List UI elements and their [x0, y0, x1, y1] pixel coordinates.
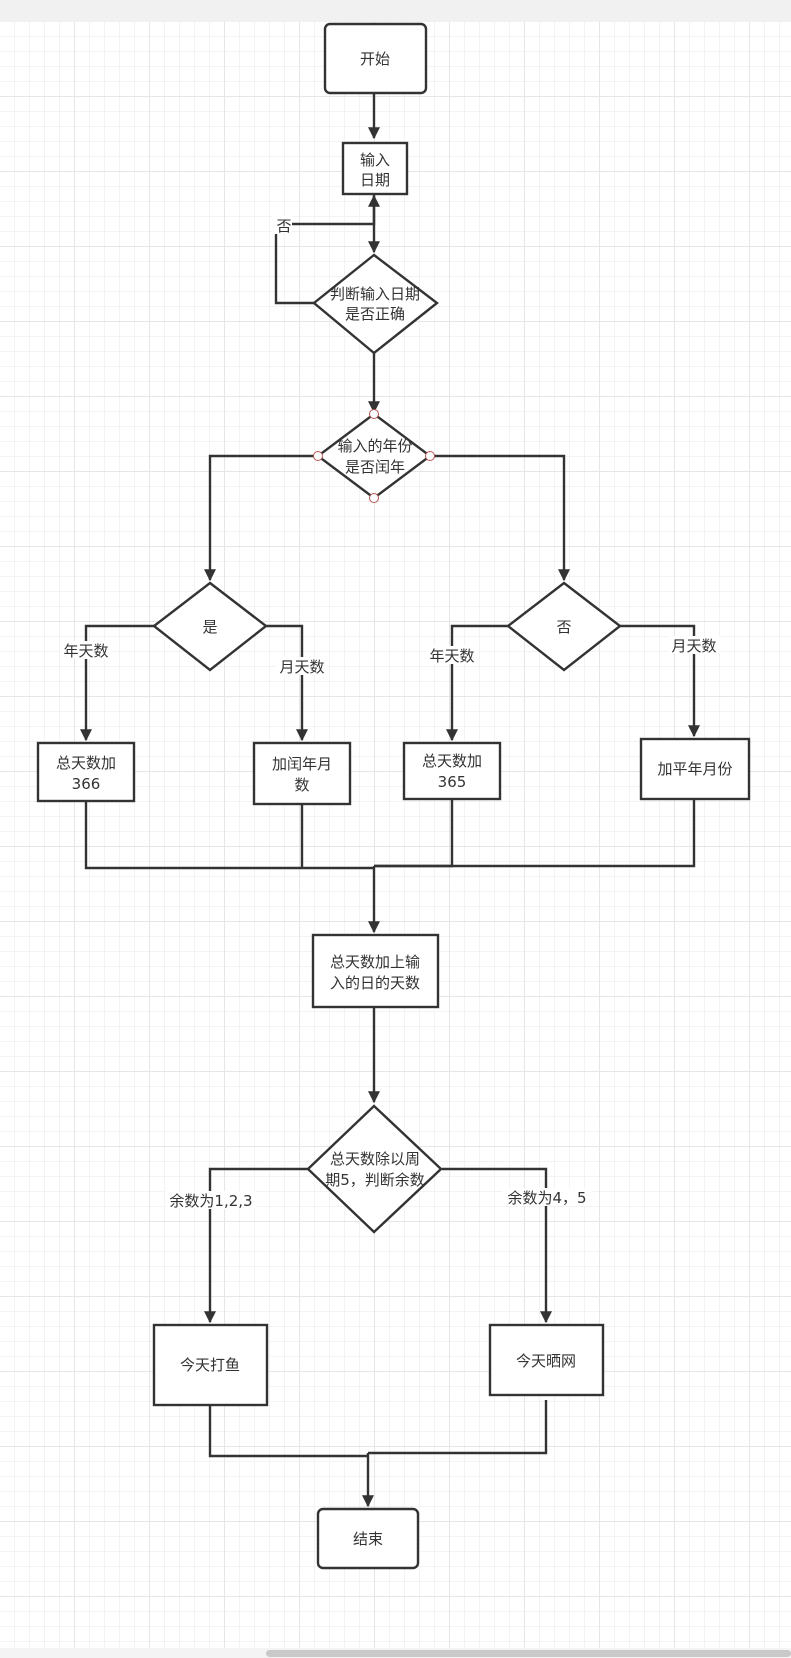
mod-check-label-line2: 期5，判断余数 — [325, 1171, 425, 1189]
add-input-days-label-line2: 入的日的天数 — [330, 974, 420, 992]
check-leap-label-line2: 是否闰年 — [345, 458, 405, 476]
end-terminal[interactable]: 结束 — [316, 1507, 420, 1570]
fishing-process[interactable]: 今天打鱼 — [152, 1323, 269, 1407]
edge-yes-to-add-leap-month[interactable] — [266, 624, 308, 742]
leap-no-decision[interactable]: 否 — [506, 581, 622, 672]
add366-label-line1: 总天数加 — [56, 754, 116, 772]
add-leap-month-label-line2: 数 — [294, 776, 309, 794]
input-date-label-line2: 日期 — [360, 171, 390, 189]
add-common-month-process[interactable]: 加平年月份 — [639, 737, 751, 801]
edge-fishing-merge[interactable] — [208, 1404, 368, 1458]
add365-label-line1: 总天数加 — [422, 752, 482, 770]
start-label: 开始 — [360, 50, 390, 68]
check-leap-label-line1: 输入的年份 — [337, 437, 412, 455]
add365-label-line2: 365 — [438, 773, 467, 791]
check-date-label-line2: 是否正确 — [345, 305, 405, 323]
edge-yes-to-add366[interactable] — [80, 624, 154, 742]
leap-yes-decision[interactable]: 是 — [152, 581, 268, 672]
fishing-label: 今天打鱼 — [180, 1356, 240, 1374]
start-terminal[interactable]: 开始 — [323, 22, 428, 95]
edge-label-remainder-123: 余数为1,2,3 — [169, 1192, 252, 1210]
edge-label-yes-month-days: 月天数 — [279, 658, 324, 676]
edge-add366-merge[interactable] — [84, 800, 374, 870]
connection-point-right[interactable] — [425, 451, 435, 461]
edge-label-no-year-days: 年天数 — [429, 647, 474, 665]
diagram-canvas[interactable] — [0, 22, 791, 1648]
canvas-top-bar — [0, 0, 791, 22]
add-common-month-label: 加平年月份 — [657, 760, 732, 778]
connection-point-bottom[interactable] — [369, 493, 379, 503]
edge-no-to-add365[interactable] — [446, 624, 508, 742]
mod-check-label-line1: 总天数除以周 — [330, 1150, 420, 1168]
input-date-label-line1: 输入 — [360, 151, 390, 169]
check-leap-decision[interactable]: 输入的年份 是否闰年 — [313, 409, 435, 503]
add-input-days-label-line1: 总天数加上输 — [330, 953, 420, 971]
add366-label-line2: 366 — [72, 775, 101, 793]
input-date-process[interactable]: 输入 日期 — [341, 141, 409, 196]
edge-leap-to-no[interactable] — [430, 454, 570, 582]
horizontal-scrollbar[interactable] — [0, 1648, 791, 1658]
connection-point-top[interactable] — [369, 409, 379, 419]
edge-label-invalid-date: 否 — [276, 217, 291, 235]
edge-leap-to-yes[interactable] — [204, 454, 318, 582]
edge-add-common-month-merge[interactable] — [374, 798, 696, 868]
edge-no-to-add-common-month[interactable] — [620, 624, 700, 738]
add-leap-month-label-line1: 加闰年月 — [272, 755, 332, 773]
add365-process[interactable]: 总天数加 365 — [402, 741, 502, 801]
check-date-decision[interactable]: 判断输入日期 是否正确 — [312, 253, 439, 355]
edge-label-yes-year-days: 年天数 — [63, 642, 108, 660]
drying-process[interactable]: 今天晒网 — [488, 1323, 605, 1397]
add366-process[interactable]: 总天数加 366 — [36, 741, 136, 803]
drying-label: 今天晒网 — [516, 1352, 576, 1370]
add-input-days-process[interactable]: 总天数加上输 入的日的天数 — [311, 933, 440, 1009]
end-label: 结束 — [353, 1530, 383, 1548]
edge-mod-to-fishing[interactable] — [204, 1167, 308, 1324]
edge-mod-to-drying[interactable] — [442, 1167, 552, 1324]
edge-drying-merge[interactable] — [368, 1400, 548, 1455]
mod-check-decision[interactable]: 总天数除以周 期5，判断余数 — [306, 1104, 443, 1234]
edge-label-remainder-45: 余数为4，5 — [507, 1189, 586, 1207]
check-date-label-line1: 判断输入日期 — [330, 285, 420, 303]
edge-add365-merge[interactable] — [374, 798, 454, 868]
scrollbar-thumb[interactable] — [266, 1650, 791, 1657]
leap-no-label: 否 — [556, 618, 571, 636]
edge-label-no-month-days: 月天数 — [671, 637, 716, 655]
connection-point-left[interactable] — [313, 451, 323, 461]
leap-yes-label: 是 — [202, 618, 217, 636]
add-leap-month-process[interactable]: 加闰年月 数 — [252, 741, 352, 806]
